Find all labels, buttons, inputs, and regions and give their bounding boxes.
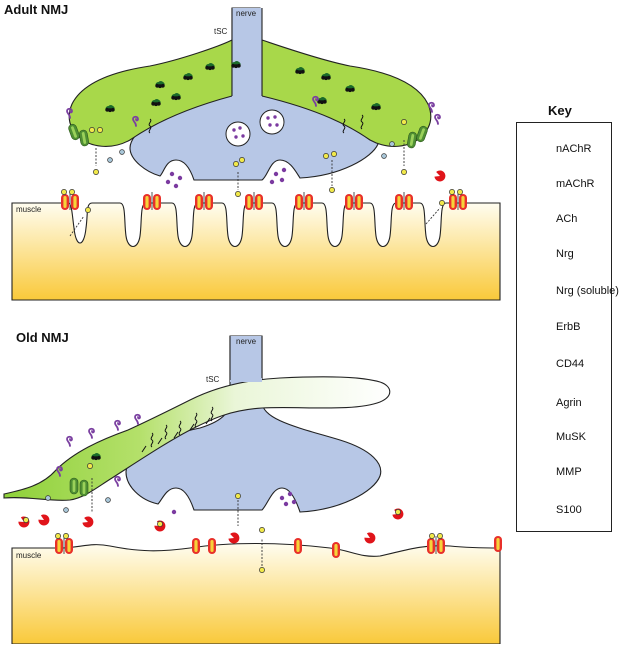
key-item-nachr: nAChR (516, 135, 612, 165)
key-item-erbb: ErbB (516, 313, 612, 343)
key-label: nAChR (556, 143, 592, 155)
key-label: ErbB (556, 321, 581, 333)
adult-nerve-label: nerve (236, 9, 257, 18)
key-item-musk: MuSK (516, 423, 612, 453)
key-item-machr: mAChR (516, 170, 612, 200)
key-title: Key (548, 103, 572, 118)
key-label: mAChR (556, 178, 595, 190)
key-label: Nrg (556, 248, 574, 260)
key-item-ach: ACh (516, 205, 612, 235)
key-item-mmp: MMP (516, 458, 612, 488)
key-label: Nrg (soluble) (556, 285, 619, 297)
key-label: MMP (556, 466, 582, 478)
key-item-nrg-soluble: Nrg (soluble) (516, 277, 619, 307)
adult-nmj-panel: nerve tSC muscle (11, 7, 501, 301)
key-item-agrin: Agrin (516, 389, 612, 419)
old-nmj-title: Old NMJ (16, 330, 69, 345)
key-label: S100 (556, 504, 582, 516)
key-item-s100: S100 (516, 496, 612, 526)
key-item-nrg: Nrg (516, 240, 612, 270)
key-label: CD44 (556, 358, 585, 370)
key-label: MuSK (556, 431, 586, 443)
old-nerve-label: nerve (236, 337, 257, 346)
adult-tsc-label: tSC (214, 27, 228, 36)
key-label: Agrin (556, 397, 582, 409)
key-label: ACh (556, 213, 578, 225)
key-item-cd44: CD44 (516, 350, 612, 380)
adult-muscle-label: muscle (16, 205, 42, 214)
old-tsc-label: tSC (206, 375, 220, 384)
old-muscle-label: muscle (16, 551, 42, 560)
old-nmj-panel: nerve tSC muscle (3, 335, 502, 645)
adult-nmj-title: Adult NMJ (4, 2, 69, 17)
key-box (516, 122, 612, 532)
